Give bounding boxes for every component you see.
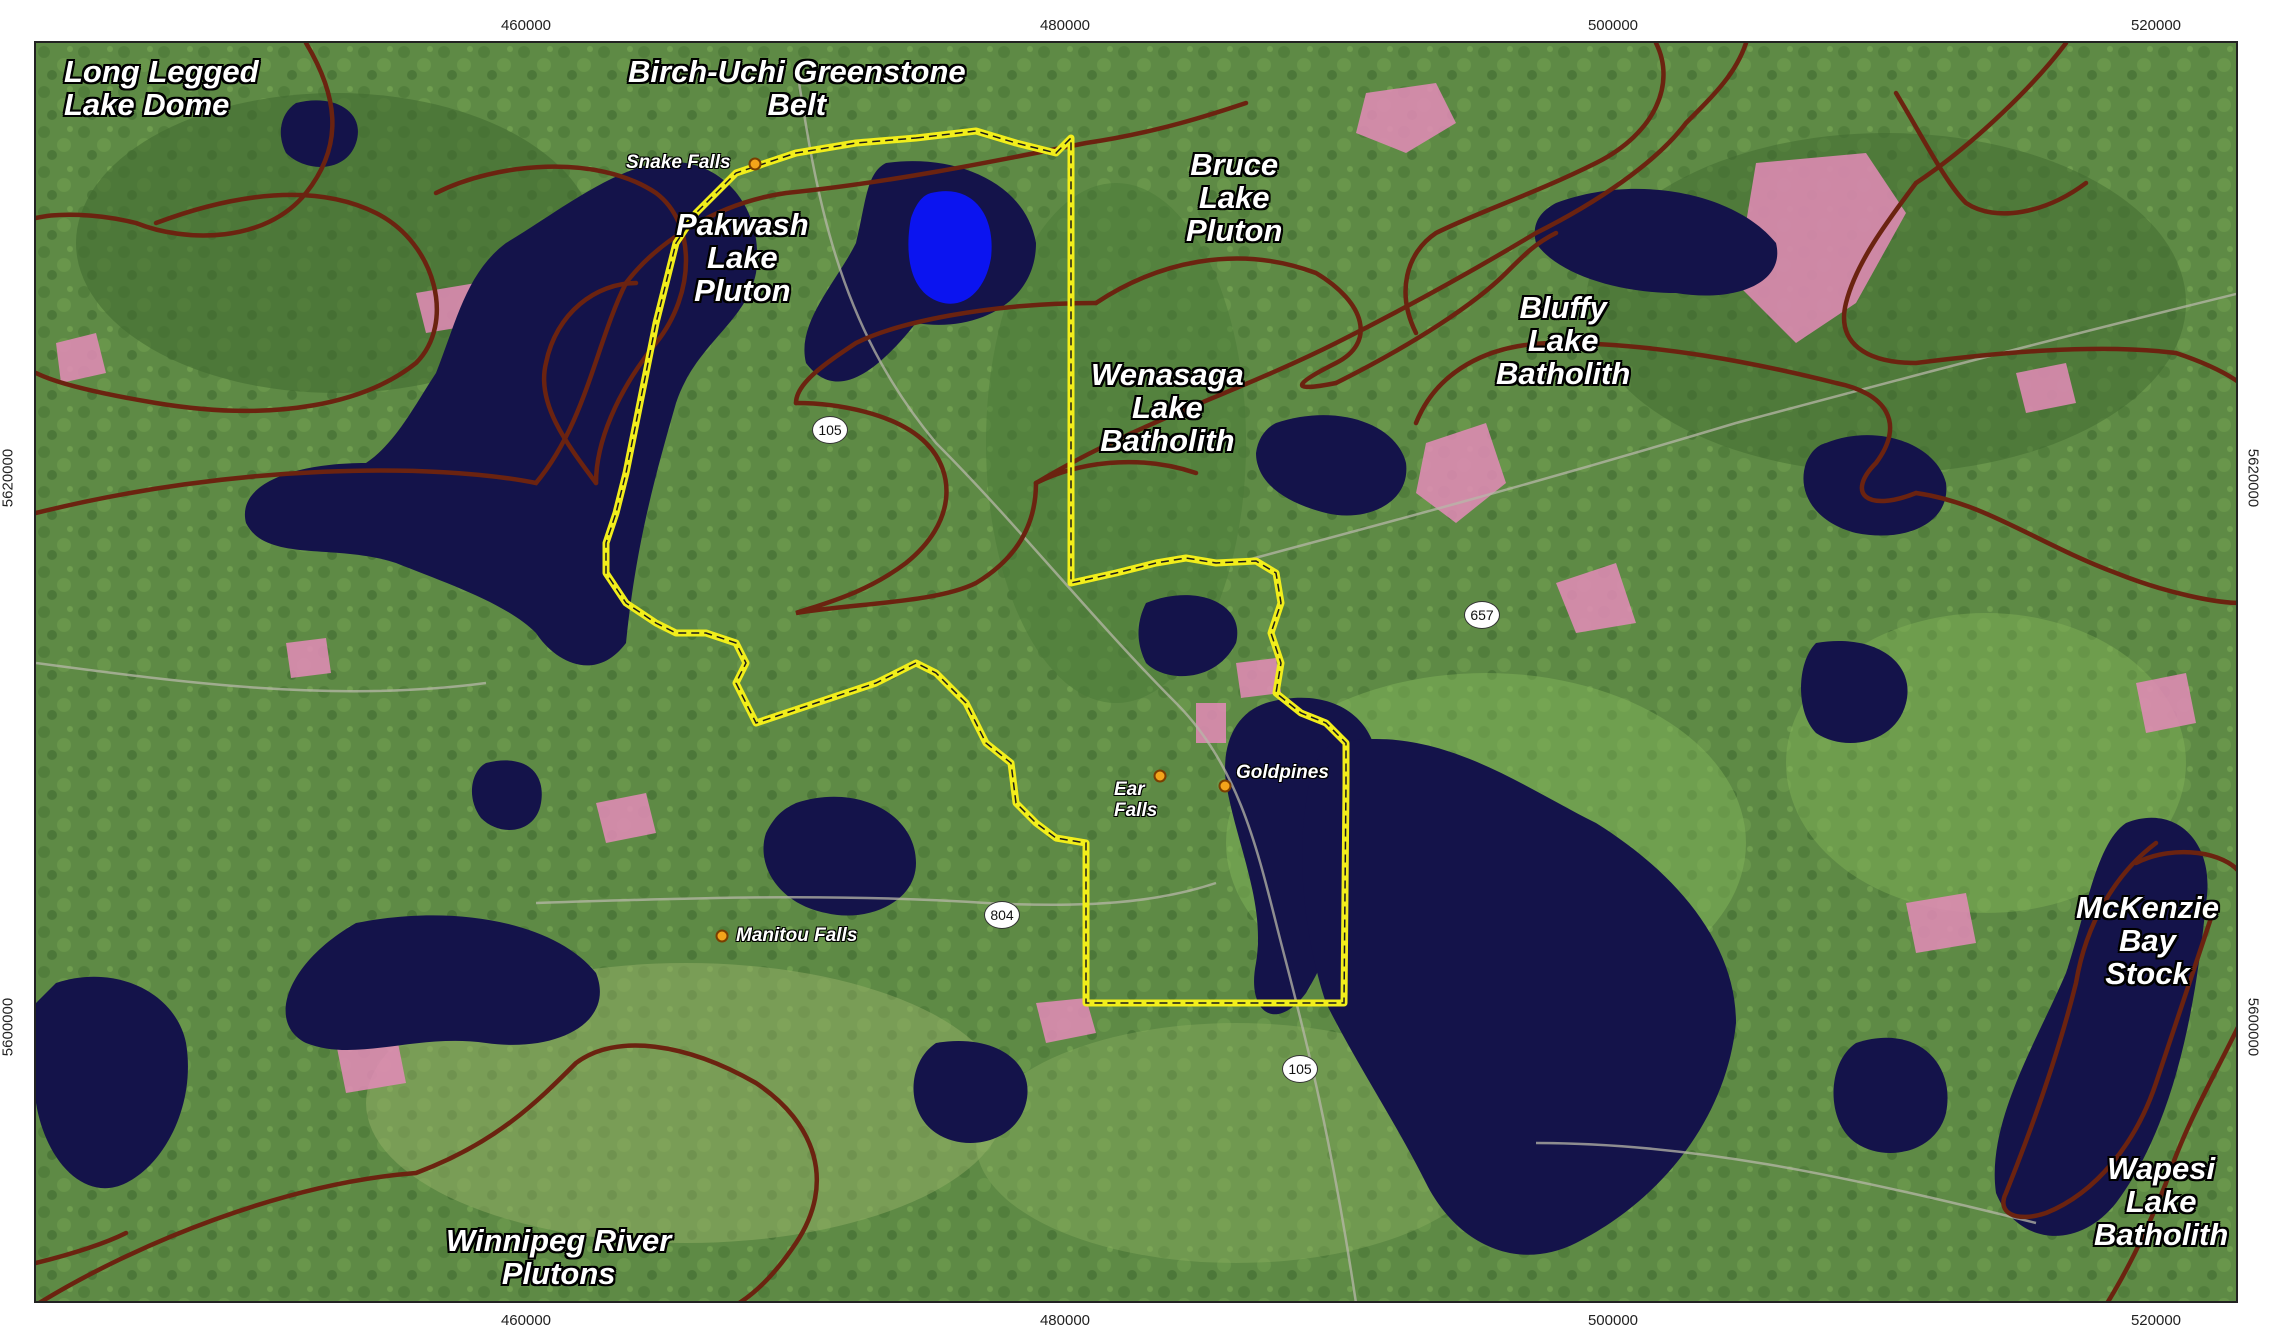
contact-line (2133, 849, 2236, 872)
cutover-area (1416, 423, 1506, 523)
contact-line (2105, 1026, 2236, 1301)
contact-line (541, 280, 639, 486)
lake-central (1138, 595, 1238, 677)
highway-105-line (794, 62, 1357, 1301)
lake-southwest-small (36, 976, 188, 1189)
secondary-road (36, 661, 487, 693)
lake-small-north (280, 100, 358, 167)
cutover-area (1356, 83, 1456, 153)
contact-line (793, 400, 1039, 616)
town-label-goldpines: Goldpines (1236, 762, 1329, 783)
highway-657-line (1235, 292, 2236, 565)
top-tick-460000: 460000 (500, 17, 552, 34)
cutover-area (2136, 673, 2196, 733)
cutover-area (1556, 563, 1636, 633)
contact-line (1333, 230, 1559, 386)
town-label-snake-falls: Snake Falls (626, 152, 731, 173)
lake-northeast-long (1256, 415, 1407, 516)
town-label-manitou-falls: Manitou Falls (736, 925, 858, 946)
light-forest-patch (976, 1023, 1496, 1263)
top-tick-520000: 520000 (2130, 17, 2182, 34)
town-dot-snake-falls[interactable] (748, 157, 762, 171)
highway-804-line (535, 881, 1217, 907)
satellite-map[interactable] (36, 43, 2238, 1303)
town-dot-ear-falls[interactable] (1153, 769, 1167, 783)
bottom-tick-500000: 500000 (1587, 1312, 1639, 1329)
cutover-area (2016, 363, 2076, 413)
contact-line (36, 1230, 129, 1266)
highway-shield-105-north[interactable]: 105 (812, 416, 848, 444)
contact-line (1413, 340, 1919, 504)
cutover-area (286, 638, 331, 678)
lake-east-large (1302, 739, 1736, 1255)
cutover-area (1906, 893, 1976, 953)
cutover-area (596, 793, 656, 843)
highway-shield-657[interactable]: 657 (1464, 601, 1500, 629)
top-tick-480000: 480000 (1039, 17, 1091, 34)
cutover-area (1236, 658, 1281, 698)
highway-shield-105-south[interactable]: 105 (1282, 1055, 1318, 1083)
lake-southeast-small (1833, 1037, 1948, 1153)
town-label-ear-falls: Ear Falls (1114, 779, 1158, 821)
right-tick-5620000: 5620000 (2244, 448, 2262, 508)
cutover-area (1036, 998, 1096, 1043)
dark-forest-patch (986, 183, 1246, 703)
left-tick-5600000: 5600000 (0, 997, 17, 1057)
bottom-tick-520000: 520000 (2130, 1312, 2182, 1329)
contact-line (1403, 43, 1666, 336)
contact-line (1913, 490, 2236, 606)
contact-line (1033, 43, 1749, 486)
contact-line (36, 192, 439, 414)
property-outline-inner (605, 130, 1347, 1004)
cutover-area (1196, 703, 1226, 743)
bottom-tick-480000: 480000 (1039, 1312, 1091, 1329)
contact-line (1893, 90, 2089, 216)
contact-line (2001, 840, 2219, 1220)
contact-line (36, 100, 1249, 516)
contact-line (1093, 256, 1363, 390)
lake-small-west (471, 760, 542, 830)
top-tick-500000: 500000 (1587, 17, 1639, 34)
contact-line (433, 164, 689, 486)
cutover-areas (56, 83, 2196, 1093)
lake-south-central (763, 796, 916, 916)
secondary-road (1535, 1141, 2037, 1225)
town-dot-manitou-falls[interactable] (715, 929, 729, 943)
cutover-area (56, 333, 106, 383)
lake-east-far (1994, 817, 2208, 1236)
contact-line (38, 1043, 819, 1301)
contact-line (1841, 180, 2236, 383)
lake-southwest (285, 915, 600, 1051)
lake-north-east (1534, 188, 1778, 296)
highway-shield-804[interactable]: 804 (984, 901, 1020, 929)
lake-east-mid (1801, 641, 1908, 743)
pakwash-lake (244, 161, 758, 666)
contact-line (793, 300, 1099, 406)
contact-line (36, 43, 335, 238)
bottom-tick-460000: 460000 (500, 1312, 552, 1329)
town-dot-goldpines[interactable] (1218, 779, 1232, 793)
lake-small-south (913, 1041, 1028, 1143)
cutover-area (1736, 153, 1906, 343)
right-tick-5600000: 5600000 (2244, 997, 2262, 1057)
open-water-blue (908, 191, 992, 304)
geologic-contacts (36, 43, 2236, 1301)
roads (36, 62, 2236, 1301)
left-tick-5620000: 5620000 (0, 448, 17, 508)
lake-northeast-right (1803, 435, 1947, 536)
